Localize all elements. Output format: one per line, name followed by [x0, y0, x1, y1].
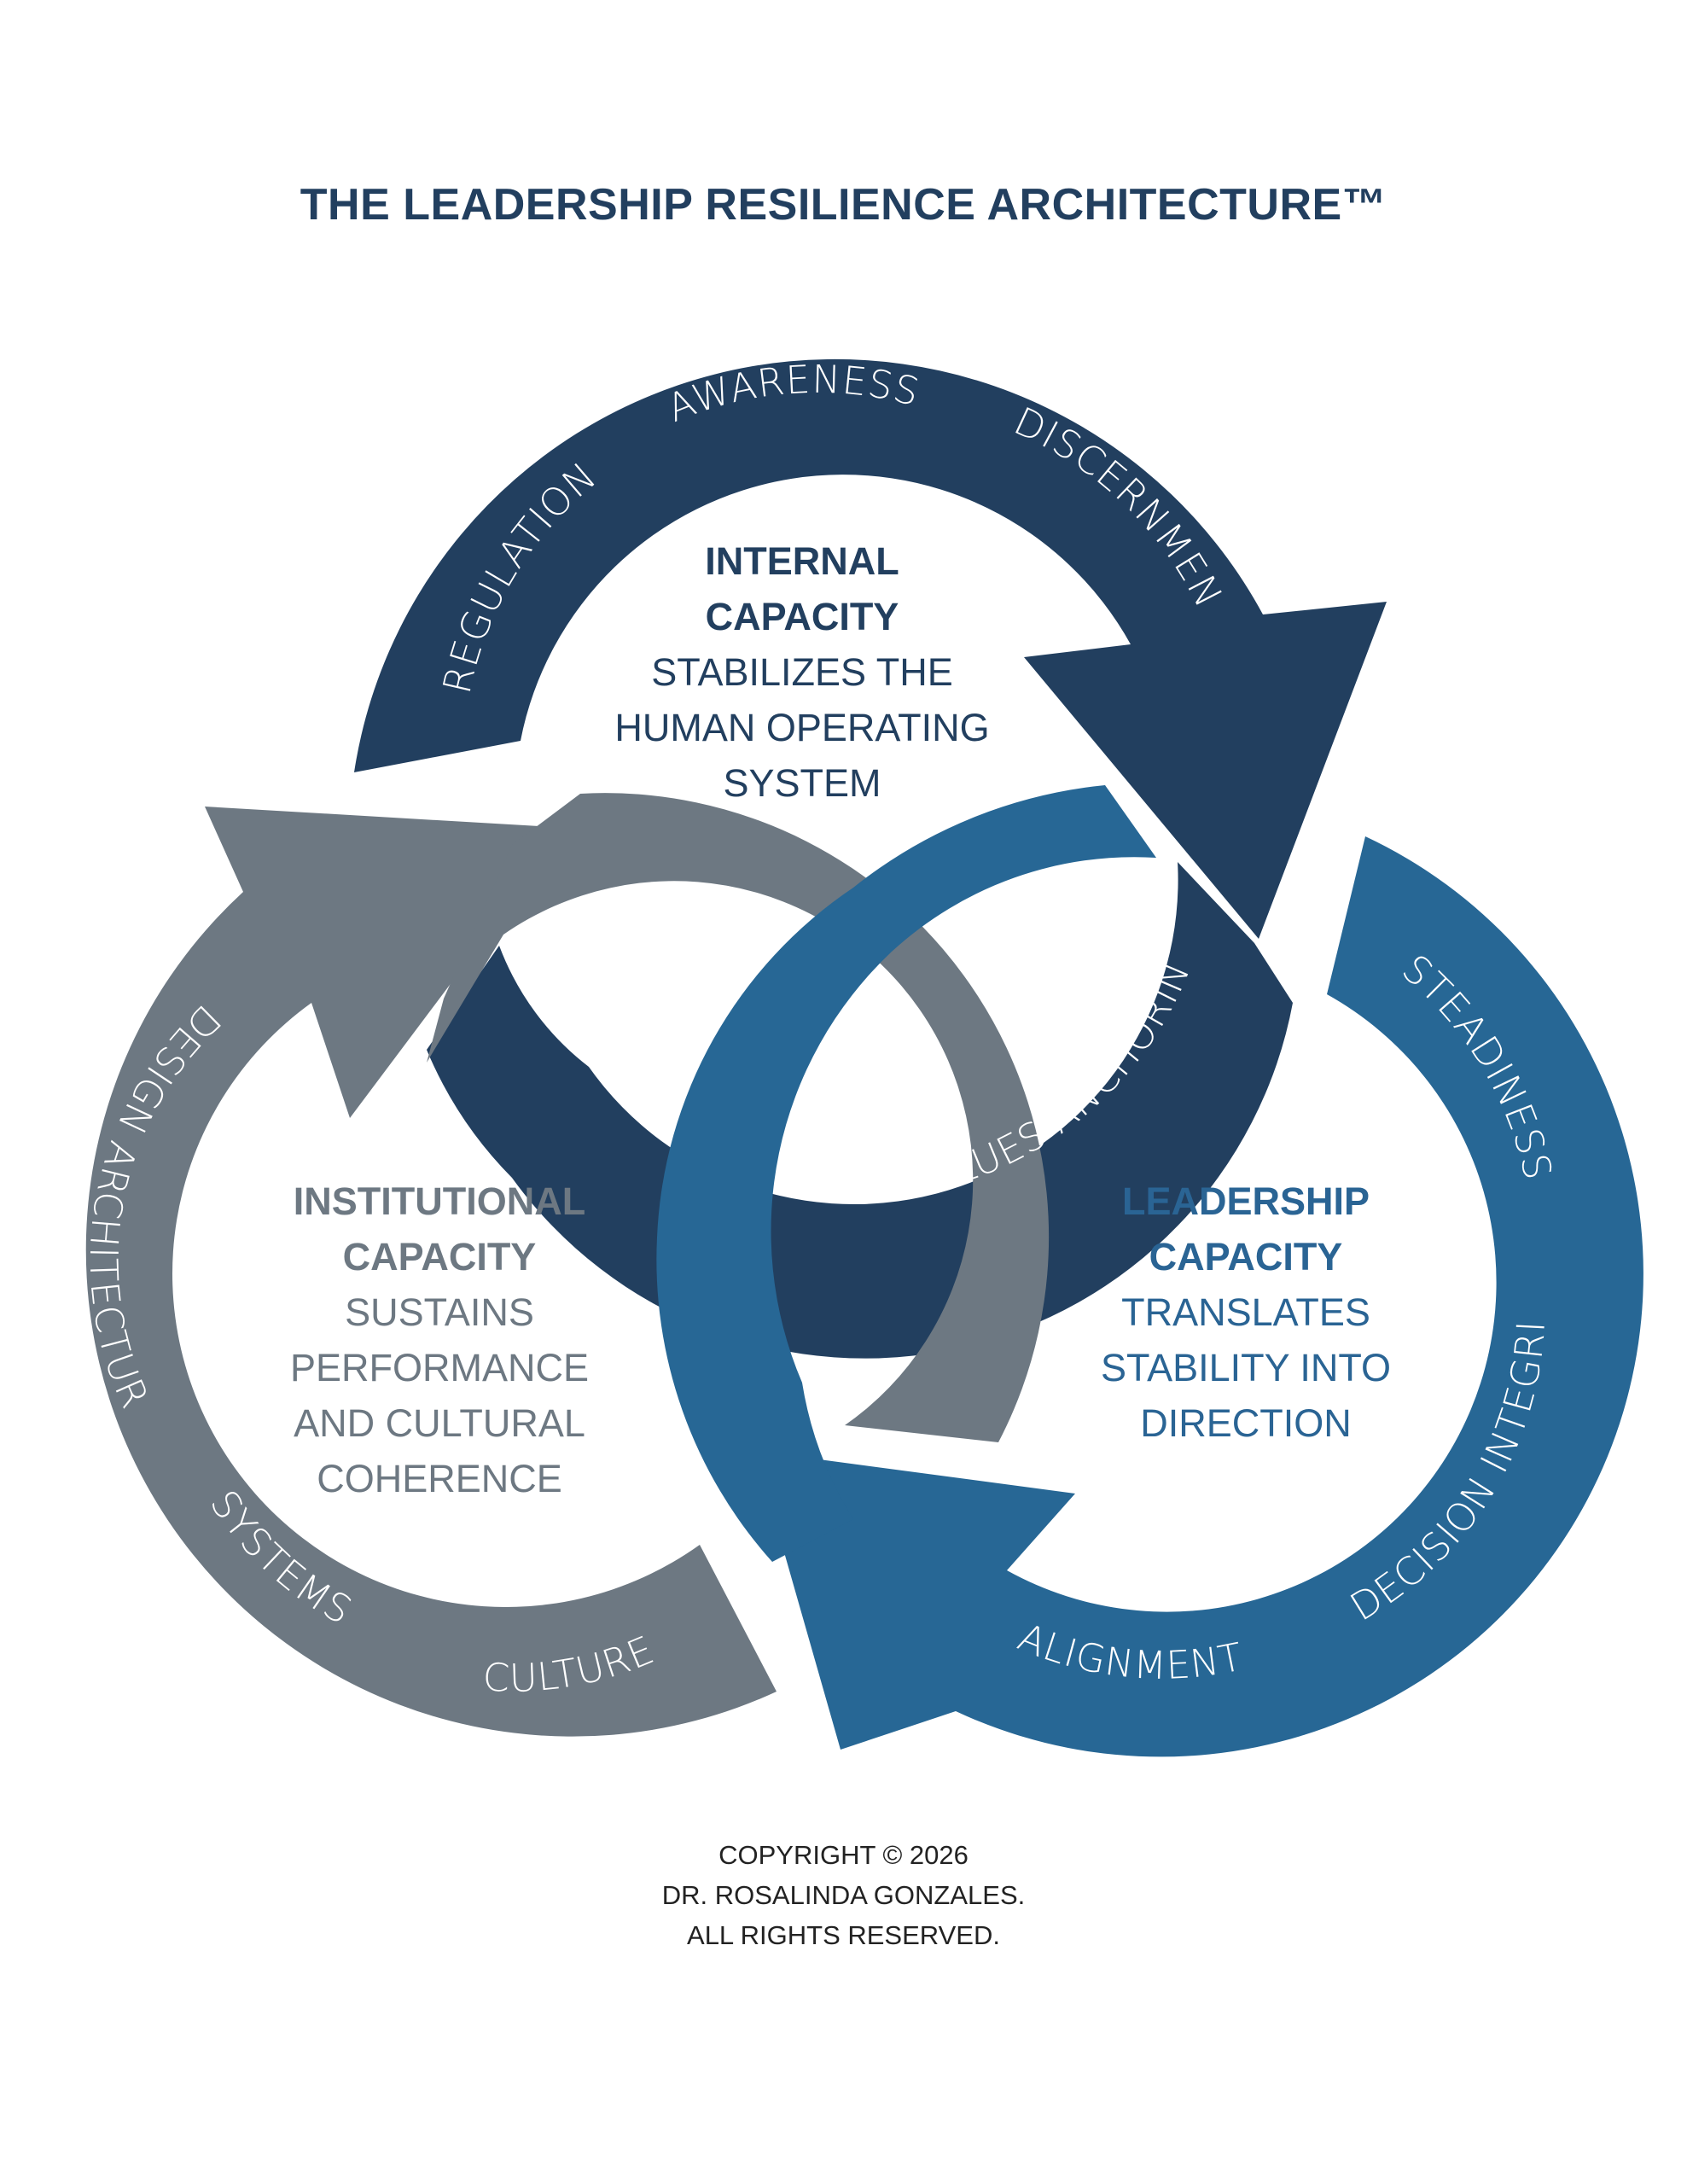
- institutional-body-line: COHERENCE: [317, 1457, 562, 1500]
- internal-capacity-label: INTERNAL CAPACITY STABILIZES THE HUMAN O…: [580, 533, 1024, 811]
- institutional-body-line: SUSTAINS: [345, 1290, 534, 1334]
- leadership-capacity-label: LEADERSHIP CAPACITY TRANSLATES STABILITY…: [1067, 1174, 1425, 1451]
- leadership-heading-line: LEADERSHIP: [1121, 1179, 1370, 1223]
- leadership-body-line: DIRECTION: [1140, 1401, 1352, 1445]
- copyright-line: COPYRIGHT © 2026: [718, 1840, 969, 1870]
- institutional-body-line: AND CULTURAL: [294, 1401, 585, 1445]
- institutional-body-line: PERFORMANCE: [289, 1346, 590, 1389]
- institutional-heading-line: CAPACITY: [342, 1235, 537, 1278]
- leadership-ring-body: [755, 836, 1643, 1757]
- institutional-ring-upper: [427, 793, 1050, 1442]
- internal-body-line: STABILIZES THE: [651, 650, 953, 694]
- leadership-ring-inner: [656, 785, 1156, 1562]
- internal-ring-lower: [427, 862, 1293, 1359]
- institutional-heading-line: INSTITUTIONAL: [293, 1179, 586, 1223]
- copyright-notice: COPYRIGHT © 2026 DR. ROSALINDA GONZALES.…: [0, 1835, 1687, 1955]
- diagram-title: THE LEADERSHIP RESILIENCE ARCHITECTURE™: [300, 180, 1387, 230]
- copyright-line: ALL RIGHTS RESERVED.: [687, 1920, 1000, 1950]
- institutional-ring-body: [85, 807, 777, 1737]
- ring-word-design-architecture: DESIGN ARCHITECTURE: [0, 0, 230, 1415]
- leadership-capacity-ring: [656, 785, 1643, 1757]
- internal-body-line: SYSTEM: [723, 761, 881, 805]
- internal-heading-line: INTERNAL: [705, 539, 899, 583]
- leadership-body-line: TRANSLATES: [1121, 1290, 1370, 1334]
- leadership-body-line: STABILITY INTO: [1100, 1346, 1392, 1389]
- institutional-capacity-label: INSTITUTIONAL CAPACITY SUSTAINS PERFORMA…: [247, 1174, 631, 1506]
- leadership-heading-line: CAPACITY: [1149, 1235, 1343, 1278]
- internal-body-line: HUMAN OPERATING: [614, 706, 990, 749]
- internal-ring-body: [354, 358, 1387, 939]
- internal-heading-line: CAPACITY: [705, 595, 899, 638]
- internal-capacity-ring: [354, 358, 1387, 1359]
- copyright-line: DR. ROSALINDA GONZALES.: [661, 1880, 1026, 1910]
- institutional-capacity-ring: [85, 793, 1050, 1737]
